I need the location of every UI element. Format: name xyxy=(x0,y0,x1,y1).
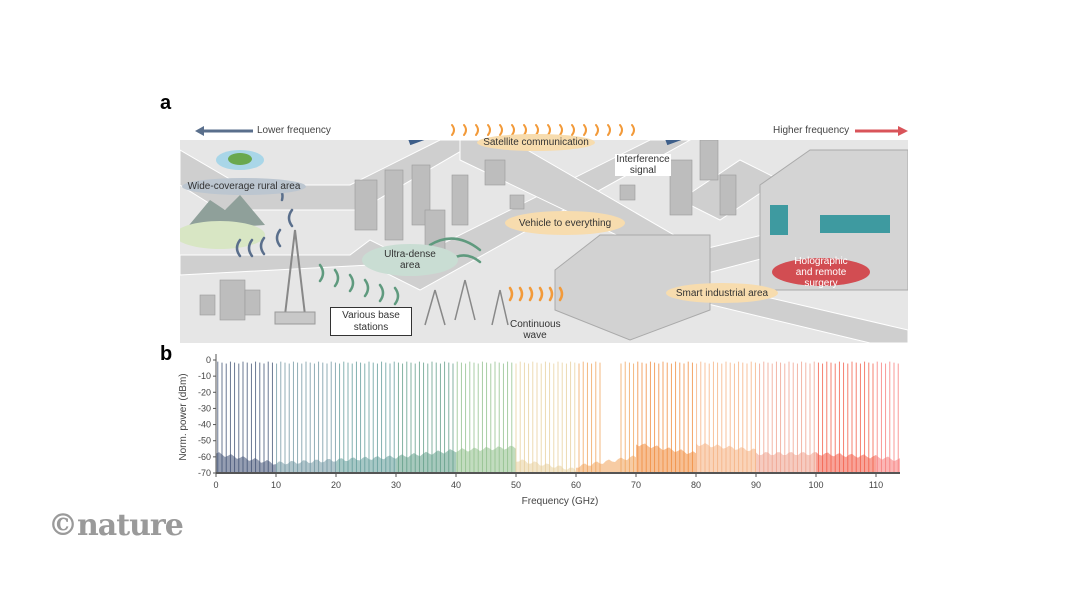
y-tick-label: -70 xyxy=(198,468,211,478)
smart-industrial-label: Smart industrial area xyxy=(666,283,778,303)
y-tick-label: -10 xyxy=(198,371,211,381)
band-floor-6 xyxy=(576,455,636,473)
panel-a-label: a xyxy=(160,92,172,114)
x-tick-label: 70 xyxy=(631,480,641,490)
y-tick-label: -30 xyxy=(198,403,211,413)
x-axis-label: Frequency (GHz) xyxy=(522,496,599,507)
y-tick-label: -50 xyxy=(198,436,211,446)
panel-b-label: b xyxy=(160,343,173,365)
x-tick-label: 80 xyxy=(691,480,701,490)
y-tick-label: -20 xyxy=(198,387,211,397)
lower-frequency-label: Lower frequency xyxy=(257,125,331,136)
base-stations-label: Various base stations xyxy=(330,307,412,336)
higher-frequency-label: Higher frequency xyxy=(773,125,850,136)
y-tick-label: -60 xyxy=(198,452,211,462)
band-floor-3 xyxy=(396,449,456,473)
band-floor-11 xyxy=(876,454,900,473)
x-tick-label: 100 xyxy=(808,480,823,490)
band-floor-5 xyxy=(516,459,576,473)
x-tick-label: 90 xyxy=(751,480,761,490)
higher-frequency-arrow-icon xyxy=(855,126,908,136)
satellite-link-waves-icon xyxy=(451,124,635,136)
ultra-dense-area-label: Ultra-dense area xyxy=(362,244,458,276)
x-tick-label: 110 xyxy=(869,480,883,490)
band-floor-7 xyxy=(636,443,696,473)
x-tick-label: 40 xyxy=(451,480,461,490)
tone-spikes xyxy=(217,361,899,473)
band-floor-4 xyxy=(456,445,516,473)
satellite-communication-label: Satellite communication xyxy=(477,134,595,151)
x-tick-label: 20 xyxy=(331,480,341,490)
continuous-wave-label: Continuous wave xyxy=(510,319,561,341)
rural-area-label: Wide-coverage rural area xyxy=(182,178,306,195)
lower-frequency-arrow-icon xyxy=(195,126,253,136)
interference-signal-label: Interference signal xyxy=(615,154,671,176)
x-tick-label: 30 xyxy=(391,480,401,490)
band-floor-0 xyxy=(216,452,276,473)
nature-logo: ©nature xyxy=(48,508,184,543)
v2x-label: Vehicle to everything xyxy=(505,211,625,235)
x-tick-label: 0 xyxy=(213,480,218,490)
y-tick-label: 0 xyxy=(206,355,211,365)
x-tick-label: 10 xyxy=(271,480,281,490)
band-floor-2 xyxy=(336,455,396,473)
x-tick-label: 60 xyxy=(571,480,581,490)
band-floor-10 xyxy=(816,451,876,473)
scenario-illustration xyxy=(180,140,908,343)
y-tick-label: -40 xyxy=(198,420,211,430)
holographic-surgery-label: Holographic and remote surgery xyxy=(772,256,870,289)
band-floor-9 xyxy=(756,451,816,473)
y-axis-label: Norm. power (dBm) xyxy=(178,373,189,460)
x-tick-label: 50 xyxy=(511,480,521,490)
